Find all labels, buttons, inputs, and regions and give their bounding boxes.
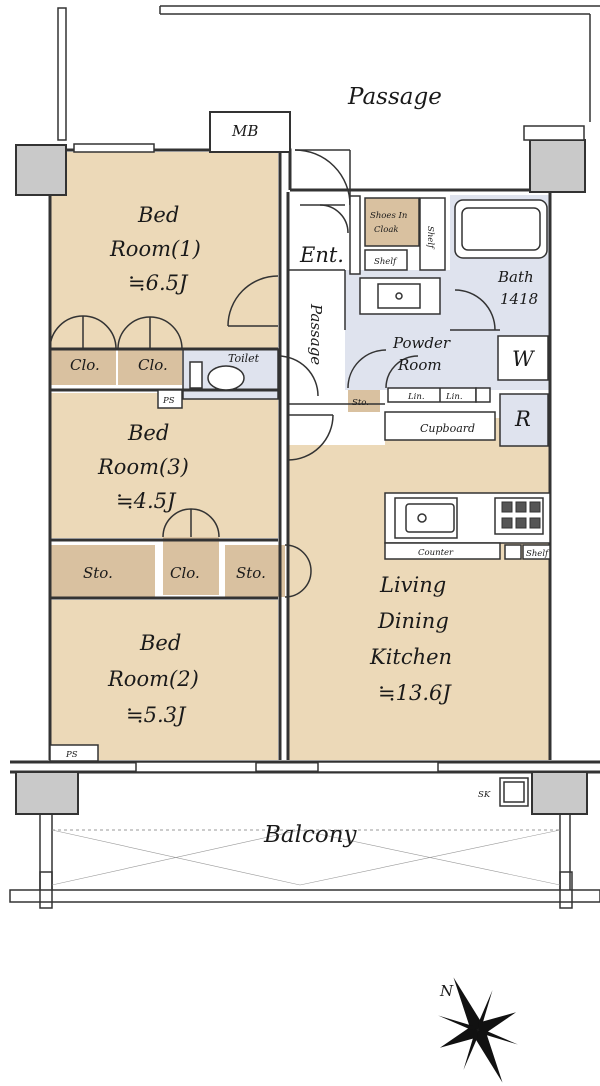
- shoes-label-1: Shoes In: [370, 211, 407, 221]
- clo-mid-label: Clo.: [170, 564, 200, 582]
- clo-1-label: Clo.: [70, 356, 100, 374]
- ent-label: Ent.: [299, 243, 344, 267]
- ps-1-label: PS: [162, 396, 175, 406]
- w-label: W: [512, 347, 536, 371]
- ldk-label-1: Living: [379, 573, 446, 597]
- shoes-cloak-floor: [365, 198, 419, 246]
- powder-label-2: Room: [397, 356, 442, 374]
- lin-2-label: Lin.: [445, 392, 463, 402]
- bed1-label-3: ≒6.5J: [128, 271, 189, 295]
- balcony-label: Balcony: [263, 822, 358, 848]
- fixtures: [49, 149, 551, 762]
- sk-label: SK: [478, 790, 491, 800]
- sto-mid-label: Sto.: [236, 564, 266, 582]
- bed3-label-2: Room(3): [97, 455, 189, 479]
- clo-1-floor: [50, 349, 116, 385]
- balcony: [9, 777, 600, 909]
- north-label: N: [439, 982, 454, 1000]
- ldk-label-3: Kitchen: [369, 645, 452, 669]
- shoes-label-2: Cloak: [374, 225, 399, 235]
- sto-mid-floor: [225, 545, 285, 597]
- columns: [15, 111, 588, 815]
- cupboard-label: Cupboard: [420, 422, 475, 435]
- clo-mid-floor: [163, 537, 219, 595]
- ldk-label-4: ≒13.6J: [378, 681, 452, 705]
- shelf-label-1: Shelf: [374, 257, 398, 267]
- bed3-label-1: Bed: [127, 421, 169, 445]
- clo-2-floor: [118, 349, 182, 385]
- ldk-label-2: Dining: [377, 609, 449, 633]
- compass-icon: [438, 977, 518, 1083]
- shelf-label-3: Shelf: [526, 549, 550, 559]
- sto-small-floor: [348, 390, 380, 412]
- sto-left-floor: [50, 545, 155, 597]
- passage-top-label: Passage: [347, 84, 442, 110]
- bed2-label-1: Bed: [139, 631, 181, 655]
- bed2-label-2: Room(2): [107, 667, 199, 691]
- shelf-label-2: Shelf: [425, 226, 435, 250]
- mb-label: MB: [231, 122, 258, 140]
- bed1-label-2: Room(1): [109, 237, 201, 261]
- passage-inner-label: Passage: [307, 303, 325, 365]
- outer-structure: [57, 5, 600, 141]
- clo-2-label: Clo.: [138, 356, 168, 374]
- bath-label-2: 1418: [500, 290, 538, 308]
- bedroom-2-floor: [50, 600, 278, 760]
- powder-label-1: Powder: [392, 334, 451, 352]
- bed3-label-3: ≒4.5J: [116, 489, 177, 513]
- counter-label: Counter: [418, 548, 454, 558]
- bed2-label-3: ≒5.3J: [126, 703, 187, 727]
- sto-small-label: Sto.: [352, 398, 369, 408]
- bath-label-1: Bath: [497, 268, 534, 286]
- fridge-floor: [500, 394, 550, 446]
- walls: [10, 148, 600, 774]
- toilet-label: Toilet: [228, 352, 260, 365]
- sto-left-label: Sto.: [83, 564, 113, 582]
- lin-1-label: Lin.: [407, 392, 425, 402]
- stove-burners: [501, 501, 541, 529]
- bed1-label-1: Bed: [137, 203, 179, 227]
- bedroom-3-floor: [50, 393, 278, 538]
- r-label: R: [514, 407, 531, 431]
- ps-2-label: PS: [65, 750, 78, 760]
- windows: [73, 125, 585, 773]
